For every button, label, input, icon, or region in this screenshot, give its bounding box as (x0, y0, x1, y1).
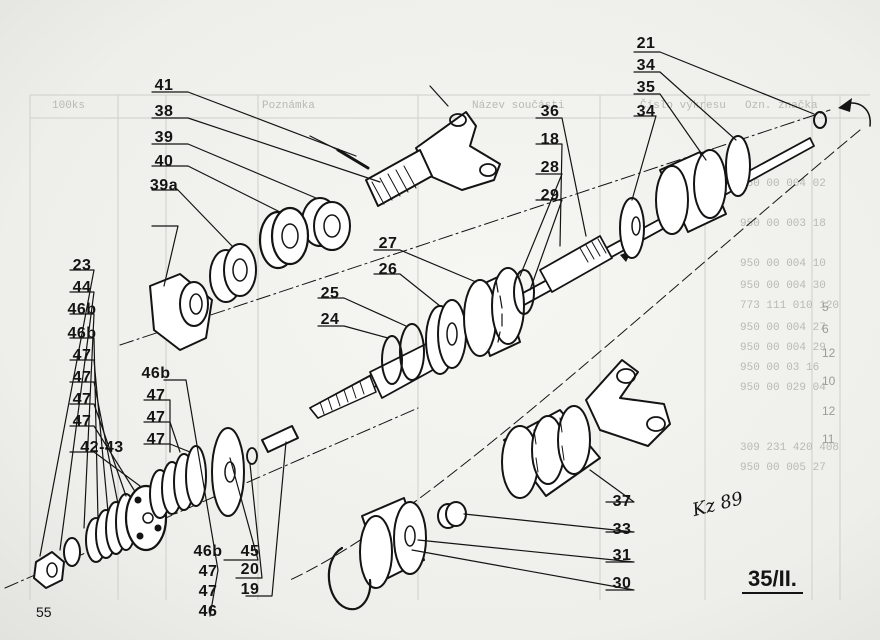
part-label: 29 (540, 187, 560, 204)
gear-30 (359, 497, 427, 589)
part-label: 39a (149, 177, 179, 194)
show-through-row: 950 00 03 16 (740, 362, 820, 374)
part-label: 46b (67, 325, 97, 342)
washer-34-top (725, 135, 751, 197)
ring-24-25 (381, 269, 535, 385)
leader-lines (39, 51, 815, 617)
part-label: 41 (154, 77, 174, 94)
washer-34 (619, 197, 645, 259)
part-label: 19 (240, 581, 260, 598)
part-label: 18 (540, 131, 560, 148)
show-through-row: 309 231 420 408 (740, 442, 840, 454)
part-label: 47 (72, 391, 92, 408)
show-through-num: 12 (822, 404, 836, 418)
part-label: 35 (636, 79, 656, 96)
part-label: 47 (72, 369, 92, 386)
circlip-21 (813, 111, 827, 129)
pin-19 (261, 425, 299, 453)
dashed-curve (289, 129, 861, 581)
show-through-num: 5 (822, 300, 829, 314)
page-number: 55 (36, 604, 52, 620)
part-label: 42-43 (80, 439, 124, 456)
part-label: 28 (540, 159, 560, 176)
part-label: 47 (146, 431, 166, 448)
gear-27 (463, 267, 525, 357)
show-through-row: 950 00 004 27 (740, 322, 826, 334)
part-label: 26 (378, 261, 398, 278)
washer-44 (63, 537, 81, 567)
show-through-row: 950 00 004 10 (740, 258, 826, 270)
ring-20 (246, 447, 258, 465)
nut-39 (301, 197, 351, 251)
gear-cluster-33 (501, 405, 601, 499)
show-through-row: 950 00 004 30 (740, 280, 826, 292)
figure-reference: 35/II. (742, 566, 803, 594)
show-through-col: Číslo výkresu (640, 100, 726, 112)
nut-23 (33, 551, 65, 589)
show-through-col: Název součásti (472, 100, 565, 112)
part-label: 30 (612, 575, 632, 592)
nut-39a (209, 243, 257, 303)
part-label: 33 (612, 521, 632, 538)
part-label: 39 (154, 129, 174, 146)
part-label: 45 (240, 543, 260, 560)
part-label: 38 (154, 103, 174, 120)
nut-40 (258, 206, 310, 270)
part-label: 27 (378, 235, 398, 252)
fork-37 (585, 359, 671, 447)
part-label: 25 (320, 285, 340, 302)
gear-26 (425, 299, 467, 375)
show-through-row: 950 00 005 27 (740, 462, 826, 474)
part-label: 37 (612, 493, 632, 510)
part-label: 46b (193, 543, 223, 560)
part-label: 44 (72, 279, 92, 296)
part-label: 34 (636, 103, 656, 120)
show-through-num: 6 (822, 322, 829, 336)
snap-ring (327, 546, 372, 611)
part-label: 40 (154, 153, 174, 170)
show-through-col: Poznámka (262, 100, 315, 112)
collar-31 (437, 501, 467, 529)
part-label: 47 (72, 347, 92, 364)
arrow-head (838, 98, 852, 112)
show-through-col: 100ks (52, 100, 86, 112)
gear-35 (655, 149, 727, 235)
part-label: 36 (540, 103, 560, 120)
part-label: 24 (320, 311, 340, 328)
part-label: 47 (198, 583, 218, 600)
part-label: 34 (636, 57, 656, 74)
show-through-num: 12 (822, 346, 836, 360)
show-through-num: 10 (822, 374, 836, 388)
part-label: 46b (67, 301, 97, 318)
part-label: 23 (72, 257, 92, 274)
part-label: 21 (636, 35, 656, 52)
part-label: 31 (612, 547, 632, 564)
part-label: 47 (198, 563, 218, 580)
part-label: 47 (146, 387, 166, 404)
show-through-row: 950 00 029 04 (740, 382, 826, 394)
show-through-row: 773 111 010 120 (740, 300, 840, 312)
disc-pack-46 (149, 427, 245, 519)
show-through-row: 950 00 003 18 (740, 218, 826, 230)
housing-nut (149, 273, 213, 351)
part-label: 46b (141, 365, 171, 382)
show-through-num: 11 (822, 432, 835, 446)
part-label: 47 (72, 413, 92, 430)
axis-line (119, 109, 831, 346)
part-label: 20 (240, 561, 260, 578)
part-label: 46 (198, 603, 218, 620)
show-through-row: 950 00 004 29 (740, 342, 826, 354)
fork-41 (336, 111, 501, 207)
spline-hub-18 (539, 235, 613, 293)
part-label: 47 (146, 409, 166, 426)
